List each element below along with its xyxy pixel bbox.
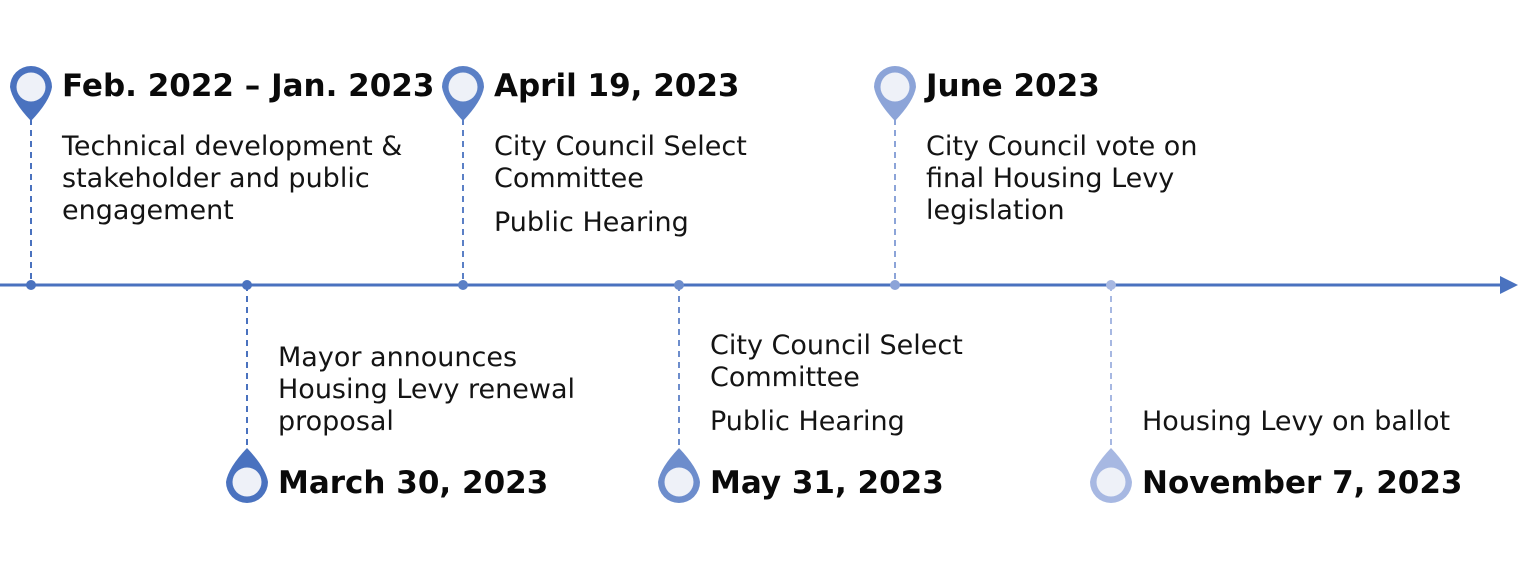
event-description: City Council Select Committee Public Hea…	[710, 330, 1010, 438]
event-description-line: City Council Select Committee	[710, 330, 963, 393]
map-pin-center	[232, 467, 262, 497]
map-pin-center	[448, 72, 478, 102]
map-pin-center	[664, 467, 694, 497]
timeline-dot	[674, 280, 684, 290]
event-date: November 7, 2023	[1142, 465, 1463, 501]
event-description-line: City Council Select Committee	[494, 131, 747, 194]
map-pin-center	[880, 72, 910, 102]
event-date: April 19, 2023	[494, 68, 740, 104]
event-description: Housing Levy on ballot	[1142, 406, 1502, 438]
timeline-dot	[890, 280, 900, 290]
axis-arrow-icon	[1500, 276, 1518, 294]
event-description: City Council Select Committee Public Hea…	[494, 131, 794, 239]
event-description-line: Public Hearing	[710, 406, 905, 437]
event-date: May 31, 2023	[710, 465, 944, 501]
event-date: March 30, 2023	[278, 465, 549, 501]
map-pin-center	[1096, 467, 1126, 497]
event-description: City Council vote on final Housing Levy …	[926, 131, 1256, 227]
timeline-dot	[458, 280, 468, 290]
event-description-line: Housing Levy on ballot	[1142, 406, 1451, 437]
event-description-line: Public Hearing	[494, 207, 689, 238]
event-description-line: Technical development & stakeholder and …	[62, 131, 403, 226]
map-pin-center	[16, 72, 46, 102]
timeline-dot	[242, 280, 252, 290]
timeline-dot	[1106, 280, 1116, 290]
timeline-dot	[26, 280, 36, 290]
event-description-line: Mayor announces Housing Levy renewal pro…	[278, 342, 576, 437]
event-description: Technical development & stakeholder and …	[62, 131, 412, 227]
event-date: Feb. 2022 – Jan. 2023	[62, 68, 435, 104]
event-description-line: City Council vote on final Housing Levy …	[926, 131, 1198, 226]
event-description: Mayor announces Housing Levy renewal pro…	[278, 342, 598, 438]
event-date: June 2023	[926, 68, 1100, 104]
